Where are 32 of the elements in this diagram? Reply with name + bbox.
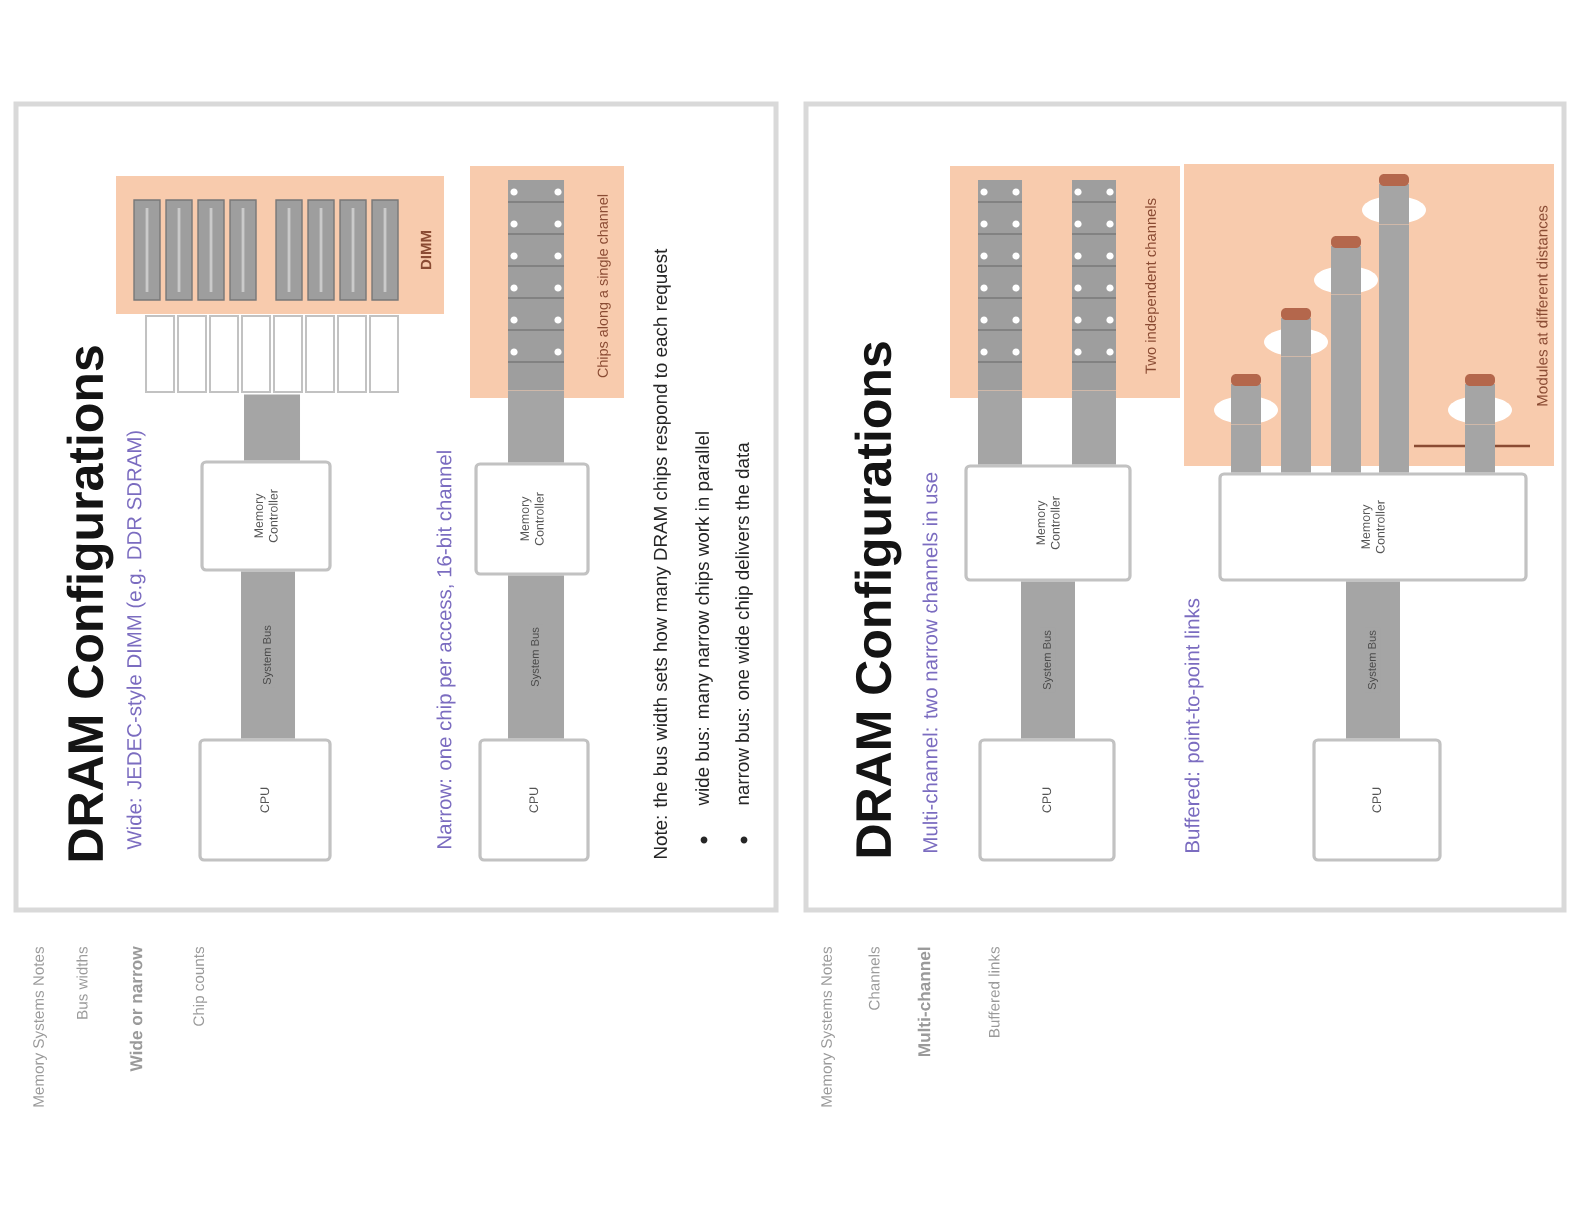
buffer-ellipse [1214,374,1278,424]
bus-bar [1072,390,1116,465]
buffer-ellipse [1314,236,1378,294]
subtitle: Wide: JEDEC-style DIMM (e.g. DDR SDRAM) [126,431,146,850]
chip-chain [1071,180,1117,390]
margin-text: Multi-channel [917,947,931,1057]
connector-slots [145,315,399,393]
note-text: narrow bus: one wide chip delivers the data [735,442,753,805]
bus-bar [1465,424,1495,473]
subtitle: Multi-channel: two narrow channels in use [922,472,938,852]
bus-bar [978,390,1022,465]
bus-bar [1281,356,1311,473]
note-text: wide bus: many narrow chips work in parallel [695,432,713,806]
bus-bar [1231,424,1261,473]
buffer-ellipse [1362,174,1426,224]
bus-bar [241,571,295,739]
slide-title: DRAM Configurations [66,346,114,861]
chip-chain [507,180,565,390]
subtitle: Buffered: point-to-point links [1184,598,1204,852]
margin-text: Wide or narrow [129,946,143,1072]
note-text: Note: the bus width sets how many DRAM chips respond to each request [653,248,671,859]
bus-bar [244,394,300,461]
bus-bar [508,390,564,463]
bus-bar [508,575,564,739]
bus-bar [1379,224,1409,473]
slide-title: DRAM Configurations [854,342,902,857]
bus-bar [1346,581,1400,739]
subtitle: Narrow: one chip per access, 16-bit channel [436,451,456,848]
chip-chain [977,180,1023,390]
buffer-ellipse [1264,308,1328,356]
bus-bar [1021,581,1075,739]
buffer-ellipse [1448,374,1512,424]
